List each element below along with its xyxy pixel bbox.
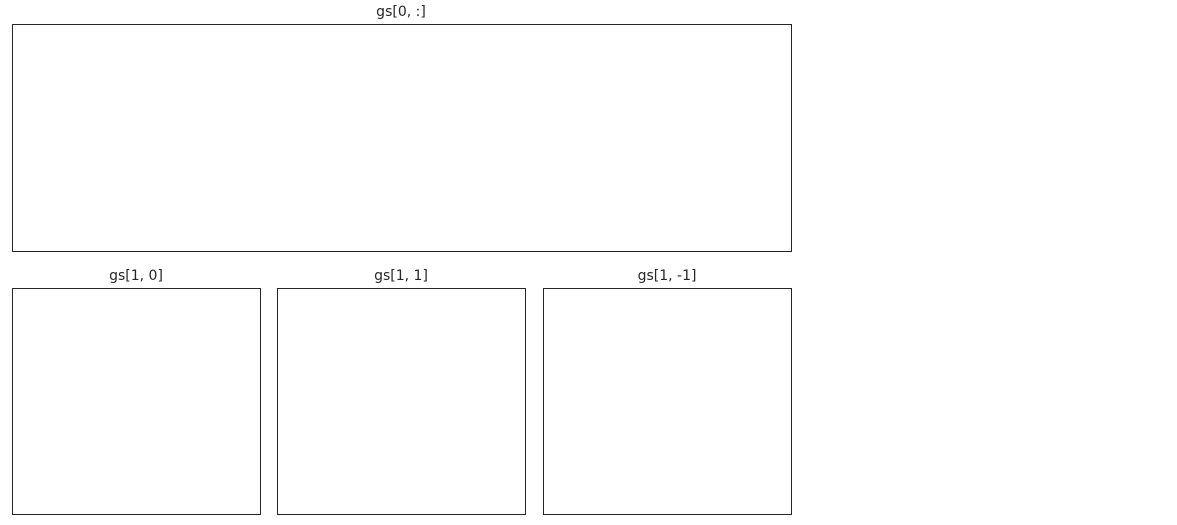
axes-top-span [12,24,792,252]
panel-title-top: gs[0, :] [376,4,426,20]
panel-title-bottom-middle: gs[1, 1] [374,268,428,284]
axes-bottom-right [543,288,792,515]
panel-title-bottom-right: gs[1, -1] [637,268,697,284]
axes-bottom-middle [277,288,526,515]
axes-bottom-left [12,288,261,515]
panel-title-bottom-left: gs[1, 0] [109,268,163,284]
